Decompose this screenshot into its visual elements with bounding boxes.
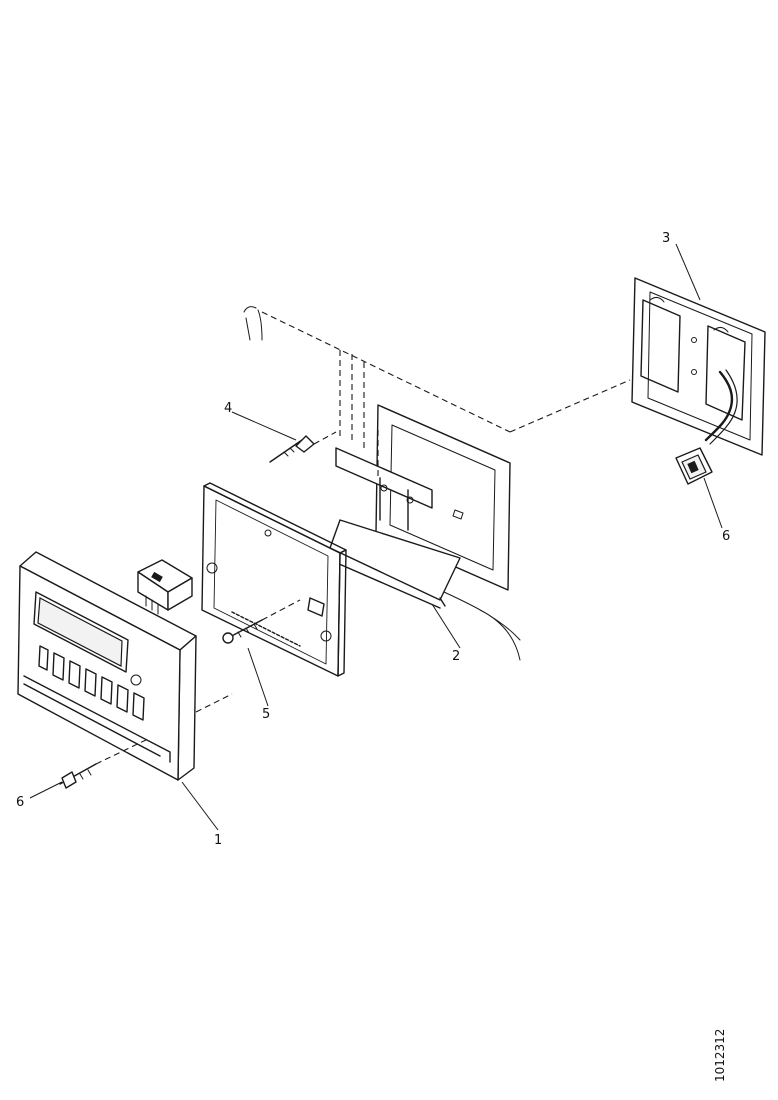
callout-1: 1: [214, 833, 222, 848]
callout-3: 3: [662, 231, 670, 246]
callout-6-left: 6: [16, 795, 24, 810]
part-5-screw: [222, 619, 263, 644]
alignment-lines: [95, 306, 631, 765]
mounting-plate: [201, 482, 347, 677]
callout-6-right: 6: [722, 529, 730, 544]
part-6-cable-connector: [675, 369, 738, 485]
part-6-screw-front: [59, 763, 97, 789]
part-3-back-plate: [631, 277, 766, 456]
callout-labels: 3 4 6 2 5 6 1: [16, 231, 730, 848]
figure-reference-id: 1012312: [713, 1029, 727, 1082]
leader-lines: [29, 243, 723, 831]
part-4-screw: [269, 435, 315, 463]
callout-4: 4: [224, 401, 232, 416]
part-1-control-unit: [17, 551, 197, 781]
part-2-mounting-bracket: [329, 404, 511, 609]
callout-2: 2: [452, 649, 460, 664]
callout-5: 5: [262, 707, 270, 722]
